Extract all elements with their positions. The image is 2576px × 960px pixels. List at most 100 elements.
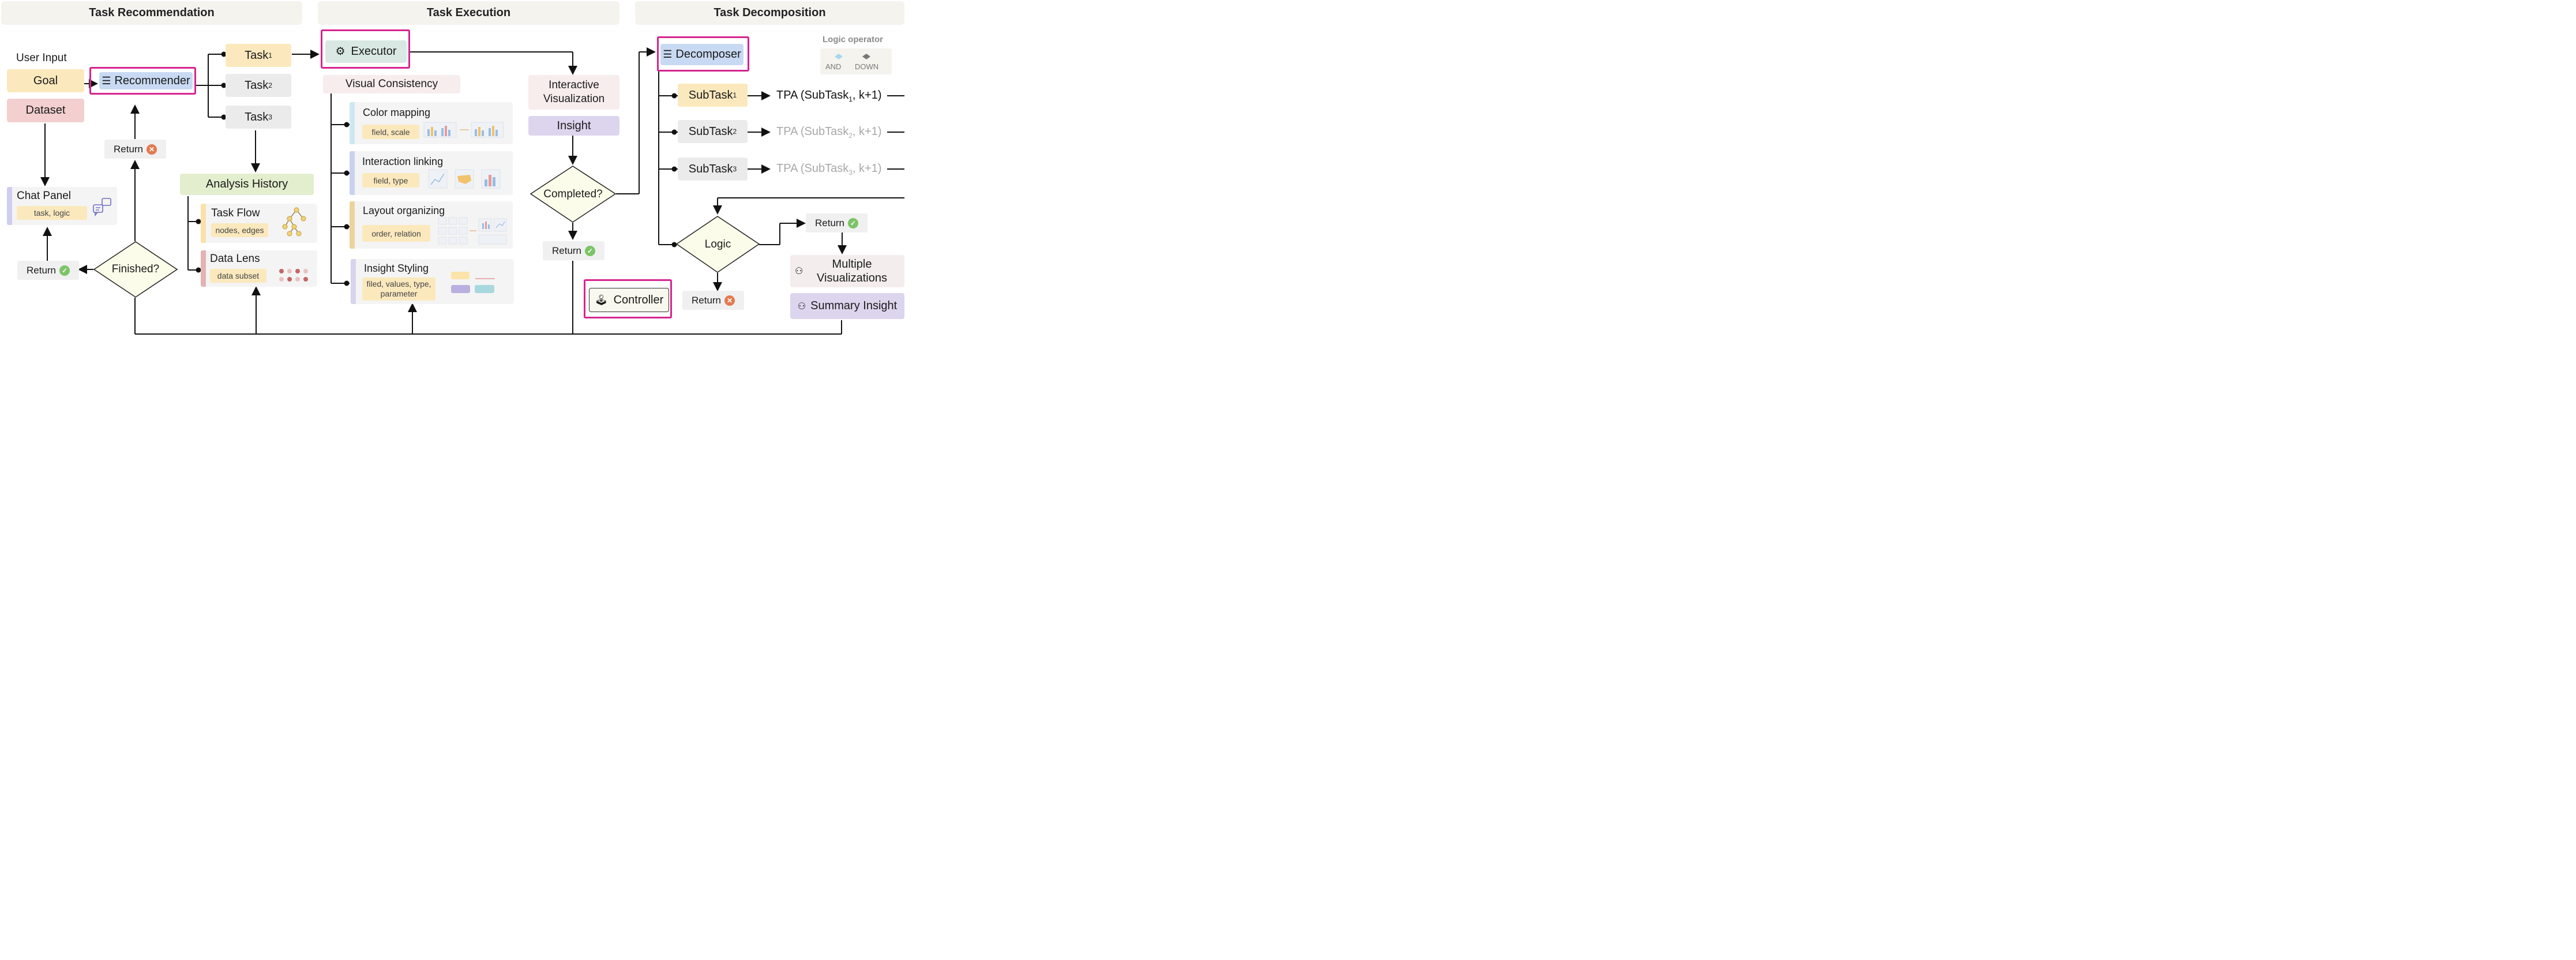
layout-organizing-chip: order, relation bbox=[362, 225, 430, 242]
insight-styling-chip-line2: parameter bbox=[380, 289, 418, 298]
return-label: Return bbox=[26, 264, 57, 276]
data-lens-panel[interactable]: Data Lens data subset bbox=[201, 250, 317, 287]
subtask-1-label: SubTask bbox=[688, 88, 733, 102]
return-ok-decomposition: Return ✓ bbox=[806, 213, 868, 232]
controller-node[interactable]: 🕹 Controller bbox=[589, 288, 669, 312]
connector-layer bbox=[40, 47, 904, 335]
header-task-execution: Task Execution bbox=[318, 1, 619, 25]
chat-panel-title: Chat Panel bbox=[17, 190, 72, 202]
tree-icon bbox=[282, 207, 306, 237]
and-diamond-icon bbox=[835, 54, 843, 59]
recommender-node[interactable]: ☰ Recommender bbox=[99, 72, 193, 89]
check-icon: ✓ bbox=[59, 265, 70, 276]
return-fail-recommend: Return ✕ bbox=[104, 140, 166, 159]
layout-organizing-panel[interactable]: Layout organizing order, relation bbox=[350, 201, 513, 249]
cross-icon: ✕ bbox=[724, 295, 735, 306]
color-mapping-chip: field, scale bbox=[362, 125, 419, 139]
return-label: Return bbox=[113, 143, 144, 155]
joystick-icon: 🕹 bbox=[594, 294, 608, 306]
return-fail-decomposition: Return ✕ bbox=[682, 291, 744, 310]
user-star-icon: ⚇ bbox=[795, 267, 803, 276]
logic-operator-title: Logic operator bbox=[823, 35, 884, 44]
interactive-visualization-node: Interactive Visualization bbox=[528, 75, 619, 110]
return-ok-execution: Return ✓ bbox=[543, 241, 604, 260]
visual-consistency-node: Visual Consistency bbox=[323, 75, 460, 93]
controller-highlight: 🕹 Controller bbox=[584, 279, 672, 318]
return-label: Return bbox=[814, 217, 845, 228]
interaction-linking-panel[interactable]: Interaction linking field, type bbox=[350, 151, 513, 195]
finished-diamond bbox=[93, 241, 178, 298]
insight-styling-chip: filed, values, type, parameter bbox=[362, 278, 435, 301]
multiple-vis-line2: Visualizations bbox=[817, 272, 887, 284]
insight-styling-panel[interactable]: Insight Styling filed, values, type, par… bbox=[351, 259, 514, 304]
color-mapping-panel[interactable]: Color mapping field, scale bbox=[350, 102, 513, 144]
linked-views-icon bbox=[428, 169, 501, 189]
list-icon: ☰ bbox=[102, 74, 111, 87]
chat-panel-chip: task, logic bbox=[17, 206, 87, 220]
return-label: Return bbox=[691, 294, 722, 306]
check-icon: ✓ bbox=[848, 217, 859, 228]
interactive-vis-line1: Interactive bbox=[549, 79, 599, 91]
finished-label: Finished? bbox=[111, 263, 160, 275]
subtask-2-label: SubTask bbox=[688, 125, 733, 138]
goal-node: Goal bbox=[7, 69, 84, 92]
user-input-label: User Input bbox=[16, 52, 67, 64]
check-icon: ✓ bbox=[585, 245, 596, 256]
chat-bubbles-icon bbox=[93, 198, 111, 217]
logic-label: Logic bbox=[704, 238, 731, 250]
styling-swatches-icon bbox=[451, 272, 495, 293]
insight-node: Insight bbox=[528, 116, 619, 136]
user-star-icon: ⚇ bbox=[797, 301, 806, 312]
multiple-visualizations-node: ⚇ Multiple Visualizations bbox=[790, 255, 904, 287]
gears-icon: ⚙ bbox=[335, 46, 346, 58]
completed-label: Completed? bbox=[543, 187, 603, 200]
logic-operator-legend: AND DOWN bbox=[820, 48, 892, 74]
task-2-index: 2 bbox=[268, 81, 272, 89]
data-lens-title: Data Lens bbox=[210, 253, 260, 265]
task-2-label: Task bbox=[245, 78, 269, 92]
interaction-linking-chip: field, type bbox=[362, 173, 419, 187]
data-lens-chip: data subset bbox=[210, 269, 266, 283]
recommender-label: Recommender bbox=[114, 74, 190, 87]
color-mapping-title: Color mapping bbox=[363, 107, 431, 118]
and-label: AND bbox=[825, 62, 842, 71]
tpa-subtask-1: TPA (SubTask1, k+1) bbox=[776, 89, 882, 103]
summary-insight-node: ⚇ Summary Insight bbox=[790, 293, 904, 319]
insight-styling-title: Insight Styling bbox=[364, 262, 429, 274]
task-1-index: 1 bbox=[268, 51, 272, 59]
completed-diamond bbox=[530, 166, 616, 223]
decomposer-node[interactable]: ☰ Decomposer bbox=[660, 44, 743, 65]
task-flow-chip: nodes, edges bbox=[211, 223, 268, 237]
return-ok-chat: Return ✓ bbox=[17, 261, 79, 280]
return-label: Return bbox=[551, 245, 582, 256]
task-3-label: Task bbox=[245, 110, 269, 123]
task-flow-panel[interactable]: Task Flow nodes, edges bbox=[201, 204, 317, 243]
task-3-index: 3 bbox=[268, 113, 272, 121]
interaction-linking-title: Interaction linking bbox=[362, 156, 444, 167]
executor-label: Executor bbox=[351, 45, 397, 58]
header-task-recommendation: Task Recommendation bbox=[1, 1, 302, 25]
subtask-3-label: SubTask bbox=[688, 162, 733, 175]
subtask-2-index: 2 bbox=[733, 127, 737, 136]
interactive-vis-line2: Visualization bbox=[543, 93, 605, 105]
executor-node[interactable]: ⚙ Executor bbox=[325, 40, 407, 63]
task-1-label: Task bbox=[245, 48, 269, 62]
recommender-highlight: ☰ Recommender bbox=[89, 67, 196, 95]
down-label: DOWN bbox=[855, 62, 879, 71]
controller-label: Controller bbox=[613, 293, 664, 306]
tpa-subtask-3: TPA (SubTask3, k+1) bbox=[776, 162, 882, 177]
header-task-decomposition: Task Decomposition bbox=[635, 1, 904, 25]
summary-insight-label: Summary Insight bbox=[810, 299, 898, 312]
chat-panel[interactable]: Chat Panel task, logic bbox=[7, 187, 117, 225]
multiple-vis-line1: Multiple bbox=[832, 258, 872, 271]
decomposer-label: Decomposer bbox=[675, 48, 741, 61]
executor-highlight: ⚙ Executor bbox=[321, 29, 410, 69]
data-subset-dots-icon bbox=[279, 269, 308, 282]
layout-organizing-title: Layout organizing bbox=[363, 205, 445, 216]
